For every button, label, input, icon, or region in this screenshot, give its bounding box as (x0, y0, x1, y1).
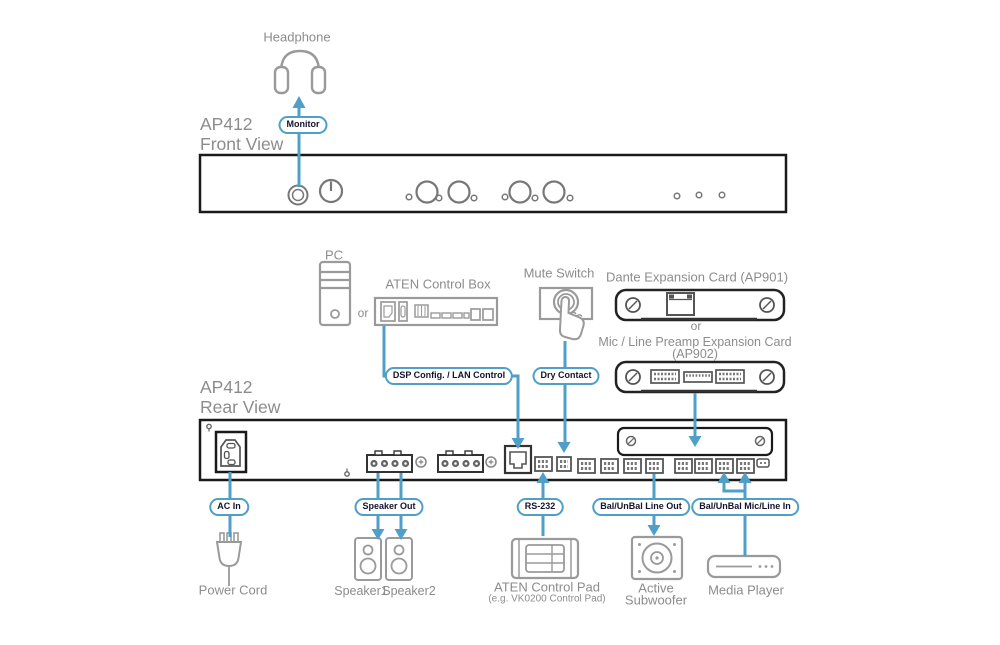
preamp-card-label-line2: (AP902) (672, 347, 718, 361)
headphone-icon (273, 49, 327, 95)
rear-view-model: AP412 (200, 377, 253, 397)
dsp-lan-badge: DSP Config. / LAN Control (384, 367, 514, 385)
mic-line-in-line (717, 472, 752, 556)
dry-contact-port (555, 455, 573, 473)
rear-view-title: AP412 Rear View (200, 377, 281, 417)
front-panel (198, 153, 788, 214)
preamp-card-icon (614, 360, 786, 394)
dry-contact-line (557, 341, 571, 453)
pc-icon (318, 260, 352, 327)
dry-contact-badge: Dry Contact (532, 367, 600, 385)
rs232-badge: RS-232 (516, 498, 564, 516)
speaker1-icon (354, 537, 382, 581)
or-label-1: or (357, 306, 369, 320)
speaker-out-badge: Speaker Out (354, 498, 424, 516)
subwoofer-label-line1: Active (638, 580, 674, 596)
pc-label: PC (324, 247, 344, 263)
control-pad-icon (510, 537, 580, 580)
or-label-2: or (690, 319, 702, 333)
mic-line-in-badge: Bal/UnBal Mic/Line In (691, 498, 799, 516)
control-box-icon (373, 296, 499, 327)
monitor-badge: Monitor (278, 116, 328, 134)
lan-port (503, 444, 533, 475)
hand-icon (558, 295, 585, 341)
power-cord-label: Power Cord (198, 582, 268, 598)
subwoofer-label-line2: Subwoofer (624, 592, 688, 608)
rear-view-label: Rear View (200, 396, 281, 417)
media-player-icon (706, 554, 782, 579)
line-io-ports (576, 457, 770, 475)
ac-inlet-port (214, 430, 248, 474)
front-view-title: AP412 Front View (200, 114, 284, 154)
line-out-badge: Bal/UnBal Line Out (592, 498, 690, 516)
media-player-label: Media Player (708, 582, 784, 598)
dante-card-label: Dante Expansion Card (AP901) (605, 269, 789, 285)
mute-switch-label: Mute Switch (523, 265, 595, 281)
preamp-card-label-line1: Mic / Line Preamp Expansion Card (598, 335, 792, 349)
headphone-label: Headphone (263, 29, 331, 45)
control-pad-label: ATEN Control Pad (494, 579, 600, 595)
expansion-card-line (688, 393, 702, 447)
mute-switch-icon (538, 286, 594, 341)
speaker2-icon (385, 537, 413, 581)
ac-in-badge: AC In (209, 498, 249, 516)
subwoofer-icon (630, 535, 684, 581)
dante-card-icon (614, 288, 786, 322)
control-box-label: ATEN Control Box (385, 276, 491, 292)
speaker1-label: Speaker1 (334, 584, 388, 598)
front-view-model: AP412 (200, 114, 253, 134)
rs232-port (533, 455, 554, 473)
speaker2-label: Speaker2 (382, 584, 436, 598)
control-pad-example-label: (e.g. VK0200 Control Pad) (488, 593, 606, 605)
power-cord-icon (215, 532, 243, 586)
front-panel-controls (287, 178, 726, 206)
front-view-label: Front View (200, 133, 284, 154)
